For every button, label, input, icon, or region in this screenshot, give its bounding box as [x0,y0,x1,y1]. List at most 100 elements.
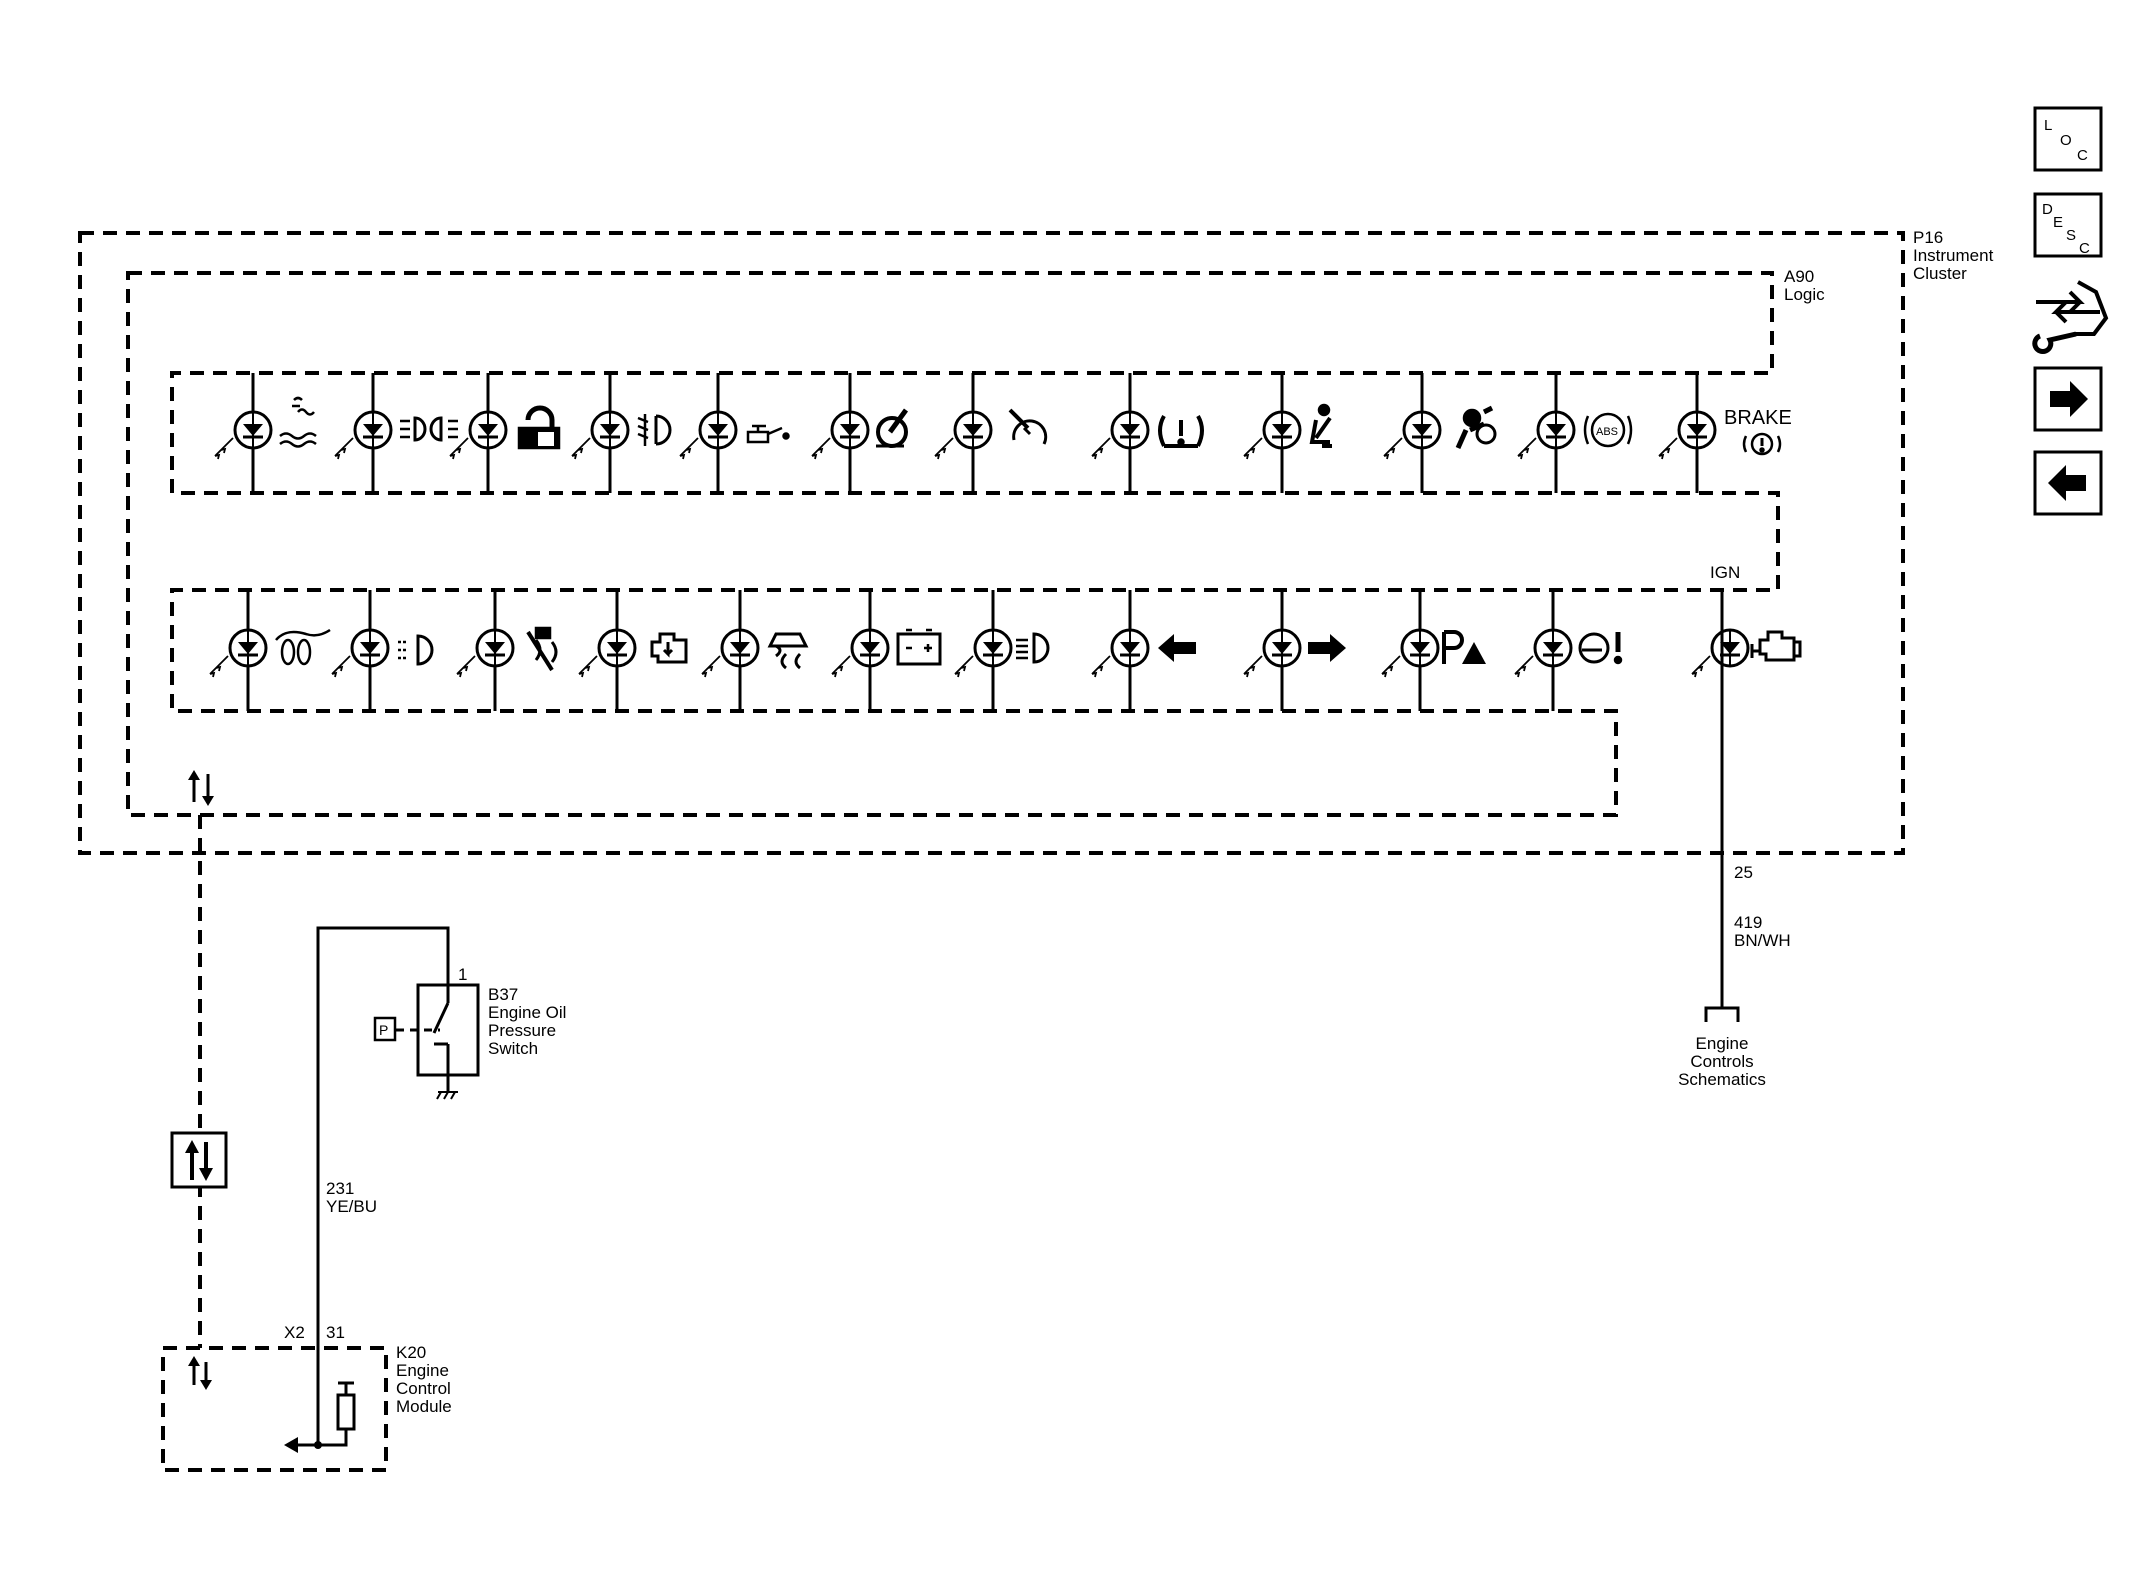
led-security-lock [449,373,508,493]
indicator-row-2 [209,590,1750,711]
k20-serial-data-arrows-icon [188,1356,212,1390]
traction-off-icon [526,626,558,672]
desc-d: D [2042,201,2053,218]
led-electric-parking-brake [811,373,870,493]
loc-button[interactable]: L O C [2033,106,2103,172]
engine-controls-line3: Schematics [1678,1070,1766,1089]
stability-control-icon [767,632,809,670]
led-glow-plug [209,590,268,711]
airbag-icon [1455,405,1497,450]
engine-power-reduced-icon [650,632,688,664]
battery-icon [896,628,942,666]
loc-l: L [2044,117,2052,134]
k20-input-arrow [284,1437,298,1453]
led-stability-control [701,590,760,711]
led-cruise-control [934,373,993,493]
ign-label: IGN [1710,563,1740,582]
transmission-warning-icon [1578,632,1623,665]
led-turn-right [1243,590,1302,711]
k20-connector: X2 [284,1323,305,1342]
engine-controls-line1: Engine [1696,1034,1749,1053]
led-park-assist [1381,590,1440,711]
b37-ref: B37 [488,985,518,1004]
loc-o: O [2060,132,2072,149]
led-turn-left [1091,590,1150,711]
led-engine-power-reduced [578,590,637,711]
turn-left-icon [1158,634,1196,662]
check-engine-icon [1750,630,1802,662]
service-wrench-icon[interactable] [2032,280,2109,354]
led-brake-warning [1658,373,1717,493]
b37-line1: Engine Oil [488,1003,566,1022]
abs-icon [1583,412,1633,448]
led-park-lamps [334,373,393,493]
k20-ref: K20 [396,1343,426,1362]
b37-line2: Pressure [488,1021,556,1040]
led-transmission-warning [1514,590,1573,711]
park-assist-icon [1442,630,1486,664]
brake-label: BRAKE [1724,407,1792,429]
a90-logic-housing [126,271,1780,817]
next-page-button[interactable] [2033,366,2103,432]
seat-belt-icon [1309,403,1332,448]
turn-right-icon [1308,634,1346,662]
p16-ref: P16 [1913,228,1943,247]
serial-data-connector-icon[interactable] [170,1131,228,1189]
b37-pin: 1 [458,965,467,984]
loc-c: C [2077,147,2088,164]
rear-fog-lamp-icon [637,414,672,446]
brake-warning-icon [1742,432,1782,456]
high-beam-icon [1016,632,1050,664]
desc-c: C [2079,240,2090,257]
security-lock-icon [517,405,561,450]
engine-controls-connector [1704,1006,1740,1022]
front-fog-lamp-icon [398,634,434,666]
serial-data-arrows-icon [188,770,214,806]
b37-line3: Switch [488,1039,538,1058]
led-traction-off [456,590,515,711]
park-lamps-icon [400,416,458,442]
w419-pin: 25 [1734,863,1753,882]
led-seat-belt [1243,373,1302,493]
previous-page-button[interactable] [2033,450,2103,516]
led-oil-pressure [679,373,738,493]
arrow-left-icon [2048,465,2086,501]
oil-pressure-icon [746,424,790,444]
k20-line2: Control [396,1379,451,1398]
pressure-symbol-text: P [379,1022,388,1038]
k20-pin: 31 [326,1323,345,1342]
pressure-symbol-box [373,1016,397,1042]
led-check-engine [1691,628,1750,678]
abs-label: ABS [1596,426,1618,438]
indicator-row-1 [214,373,1717,493]
led-abs [1517,373,1576,493]
coolant-temperature-icon [279,396,317,448]
wire-231 [316,926,450,1445]
led-front-fog-lamp [331,590,390,711]
led-tire-pressure [1091,373,1150,493]
desc-s: S [2066,227,2076,244]
desc-e: E [2053,214,2063,231]
led-airbag [1383,373,1442,493]
p16-line1: Instrument [1913,246,1994,265]
a90-line1: Logic [1784,285,1825,304]
engine-controls-line2: Controls [1690,1052,1753,1071]
p16-instrument-cluster-housing [78,231,1905,855]
k20-engine-control-module-housing [161,1346,388,1472]
w419-circuit: 419 [1734,913,1762,932]
k20-line1: Engine [396,1361,449,1380]
desc-button[interactable]: D E S C [2033,192,2103,258]
a90-ref: A90 [1784,267,1814,286]
electric-parking-brake-icon [876,408,909,448]
led-coolant-temperature [214,373,273,493]
w419-color: BN/WH [1734,931,1791,950]
tire-pressure-icon [1158,415,1204,448]
led-rear-fog-lamp [571,373,630,493]
p16-line2: Cluster [1913,264,1967,283]
led-high-beam [954,590,1013,711]
arrow-right-icon [2050,381,2088,417]
k20-pullup-resistor [336,1393,356,1431]
cruise-control-icon [1008,408,1048,445]
glow-plug-icon [275,628,331,666]
